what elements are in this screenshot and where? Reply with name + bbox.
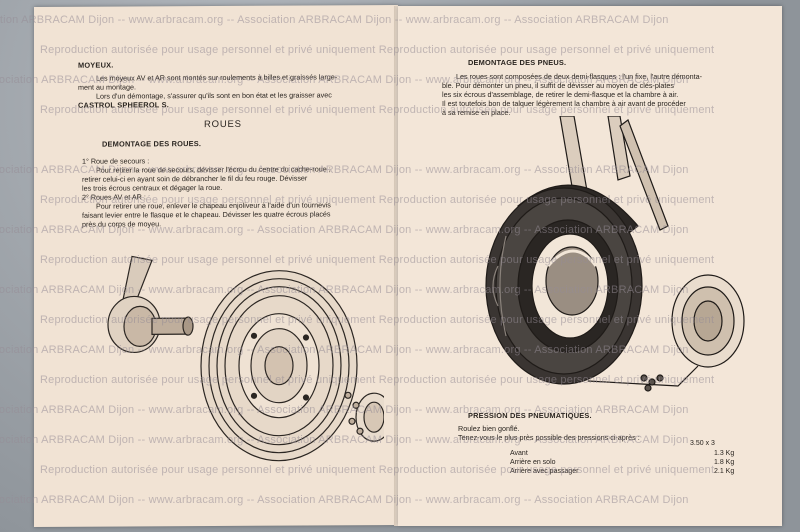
watermark-site: Association ARBRACAM Dijon -- www.arbrac…: [0, 164, 689, 176]
pneus-line-3: les six écrous d'assemblage, de retirer …: [442, 90, 679, 99]
watermark-site: Association ARBRACAM Dijon -- www.arbrac…: [0, 344, 689, 356]
pressure-value-arriere-passager: 2.1 Kg: [714, 468, 735, 475]
wheel-removal-illustration: [107, 255, 384, 462]
pressure-label-arriere-passager: Arrière avec passager: [510, 468, 579, 475]
pneus-title: DEMONTAGE DES PNEUS.: [468, 58, 567, 67]
watermark-repro: Reproduction autorisée pour usage person…: [40, 194, 715, 206]
pneus-line-5: à sa remise en place.: [442, 108, 511, 117]
left-page: MOYEUX. Les moyeux AV et AR sont montés …: [34, 5, 398, 527]
tire-size: 3.50 x 3: [690, 440, 715, 447]
pressure-label-arriere-solo: Arrière en solo: [510, 459, 556, 466]
watermark-site: Association ARBRACAM Dijon -- www.arbrac…: [0, 434, 689, 446]
pneus-line-1: Les roues sont composées de deux demi-fl…: [456, 72, 703, 81]
right-page: DEMONTAGE DES PNEUS. Les roues sont comp…: [398, 6, 782, 526]
pression-line-1: Roulez bien gonflé.: [458, 424, 520, 433]
watermark-repro: Reproduction autorisée pour usage person…: [40, 464, 715, 476]
pressure-value-arriere-solo: 1.8 Kg: [714, 459, 735, 466]
watermark-repro: Reproduction autorisée pour usage person…: [40, 374, 715, 386]
watermark-repro: Reproduction autorisée pour usage person…: [40, 104, 715, 116]
pression-line-2: Tenez-vous le plus près possible des pre…: [458, 433, 640, 442]
watermark-site: Association ARBRACAM Dijon -- www.arbrac…: [0, 14, 669, 26]
watermark-repro: Reproduction autorisée pour usage person…: [40, 254, 715, 266]
watermark-repro: Reproduction autorisée pour usage person…: [40, 44, 715, 56]
pressure-label-avant: Avant: [510, 450, 528, 457]
watermark-site: Association ARBRACAM Dijon -- www.arbrac…: [0, 284, 689, 296]
pressure-value-avant: 1.3 Kg: [714, 450, 735, 457]
pneus-line-2: ble. Pour démonter un pneu, il suffit de…: [442, 81, 674, 90]
watermark-site: Association ARBRACAM Dijon -- www.arbrac…: [0, 404, 689, 416]
pression-title: PRESSION DES PNEUMATIQUES.: [468, 411, 592, 420]
pneus-line-4: Il est toutefois bon de talquer légèreme…: [442, 99, 686, 108]
watermark-site: Association ARBRACAM Dijon -- www.arbrac…: [0, 494, 689, 506]
watermark-repro: Reproduction autorisée pour usage person…: [40, 314, 715, 326]
watermark-site: Association ARBRACAM Dijon -- www.arbrac…: [0, 74, 689, 86]
tire-removal-illustration: [485, 116, 745, 392]
watermark-site: Association ARBRACAM Dijon -- www.arbrac…: [0, 224, 689, 236]
